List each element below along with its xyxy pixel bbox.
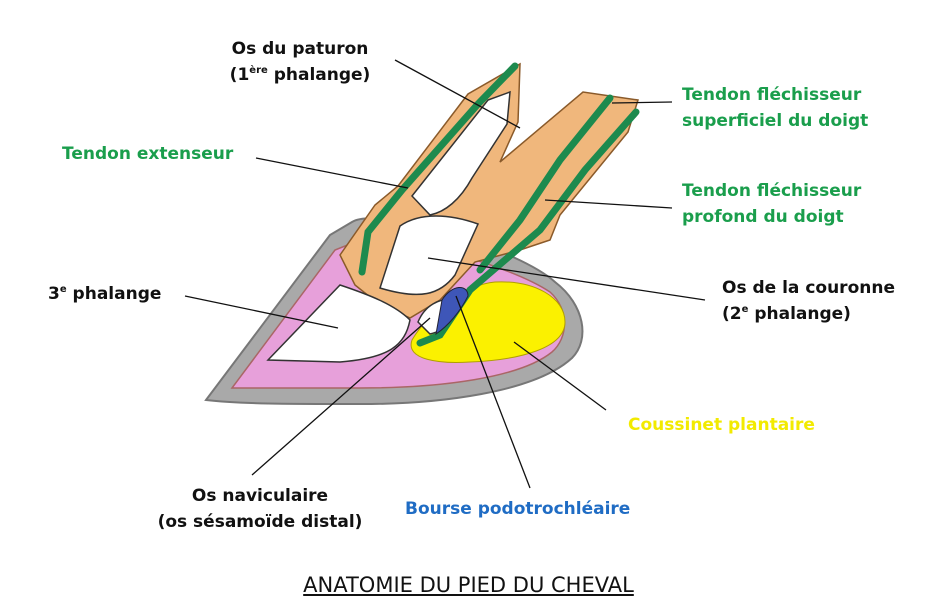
label-os-couronne: Os de la couronne (2e phalange) (722, 275, 895, 327)
label-tendon-flechisseur-profond: Tendon fléchisseur profond du doigt (682, 178, 861, 230)
label-os-paturon: Os du paturon (1ère phalange) (215, 36, 385, 88)
leader-tendon-extenseur (256, 158, 408, 188)
label-tendon-flechisseur-superficiel: Tendon fléchisseur superficiel du doigt (682, 82, 868, 134)
label-coussinet-plantaire: Coussinet plantaire (628, 412, 815, 438)
diagram-title: ANATOMIE DU PIED DU CHEVAL (0, 573, 937, 597)
label-bourse-podotrochleaire: Bourse podotrochléaire (405, 496, 630, 522)
label-os-naviculaire: Os naviculaire (os sésamoïde distal) (130, 483, 390, 535)
label-troisieme-phalange: 3e phalange (48, 281, 161, 307)
label-tendon-extenseur: Tendon extenseur (62, 141, 233, 167)
